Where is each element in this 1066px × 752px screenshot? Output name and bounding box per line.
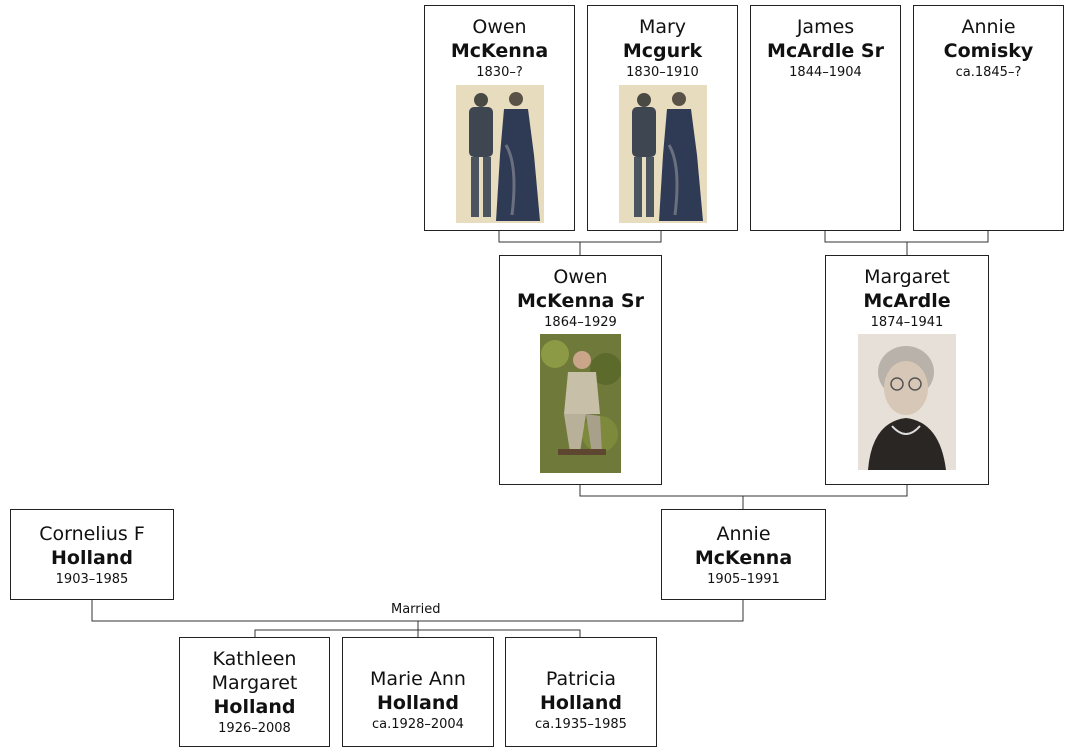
surname: Comisky [943, 40, 1034, 62]
given-name: Annie [716, 522, 771, 545]
couple-line-owen-margaret [579, 484, 908, 497]
given-name: Marie Ann [370, 667, 466, 690]
surname: Holland [377, 691, 459, 714]
portrait-photo [540, 334, 621, 473]
given-name: Owen [553, 266, 608, 288]
person-card-patricia-holland[interactable]: Patricia Holland ca.1935–1985 [505, 637, 657, 747]
given-name: Annie [961, 16, 1016, 38]
couple-portrait-photo [618, 85, 707, 223]
surname: McKenna [450, 40, 549, 62]
life-dates: 1844–1904 [789, 65, 862, 80]
surname: Mcgurk [622, 40, 703, 62]
life-dates: 1926–2008 [218, 721, 291, 736]
life-dates: 1830–1910 [626, 65, 699, 80]
person-card-margaret-mcardle[interactable]: Margaret McArdle 1874–1941 [825, 255, 989, 485]
surname: McKenna Sr [517, 290, 644, 312]
portrait-photo [858, 334, 956, 470]
given-name: James [796, 16, 855, 38]
person-card-owen-mckenna[interactable]: Owen McKenna 1830–? [424, 5, 575, 231]
life-dates: 1903–1985 [55, 571, 129, 587]
life-dates: 1905–1991 [707, 571, 780, 587]
given-name-line1: Kathleen [212, 648, 297, 670]
given-name: Patricia [545, 667, 617, 690]
couple-line-owen-mary [498, 230, 662, 243]
person-card-kathleen-holland[interactable]: Kathleen Margaret Holland 1926–2008 [179, 637, 330, 747]
given-name-line2: Margaret [211, 672, 298, 694]
surname: Holland [213, 696, 296, 718]
couple-line-james-annie [824, 230, 989, 243]
person-card-james-mcardle[interactable]: James McArdle Sr 1844–1904 [750, 5, 901, 231]
person-card-annie-mckenna[interactable]: Annie McKenna 1905–1991 [661, 509, 826, 600]
surname: McKenna [694, 546, 793, 569]
person-card-annie-comisky[interactable]: Annie Comisky ca.1845–? [913, 5, 1064, 231]
life-dates: 1830–? [476, 65, 523, 80]
surname: McArdle Sr [767, 40, 884, 62]
surname: Holland [540, 691, 622, 714]
given-name: Mary [638, 16, 687, 38]
given-name: Cornelius F [39, 522, 145, 545]
surname: Holland [51, 546, 133, 569]
life-dates: ca.1928–2004 [372, 716, 464, 732]
given-name: Owen [472, 16, 527, 38]
person-card-owen-mckenna-sr[interactable]: Owen McKenna Sr 1864–1929 [499, 255, 662, 485]
life-dates: 1874–1941 [870, 315, 944, 330]
person-card-cornelius-holland[interactable]: Cornelius F Holland 1903–1985 [10, 509, 174, 600]
given-name: Margaret [864, 266, 950, 288]
person-card-mary-mcgurk[interactable]: Mary Mcgurk 1830–1910 [587, 5, 738, 231]
life-dates: ca.1935–1985 [535, 716, 627, 732]
married-label: Married [391, 602, 441, 617]
person-card-marie-holland[interactable]: Marie Ann Holland ca.1928–2004 [342, 637, 494, 747]
couple-portrait-photo [455, 85, 544, 223]
life-dates: 1864–1929 [544, 315, 617, 330]
surname: McArdle [863, 290, 951, 312]
life-dates: ca.1845–? [955, 65, 1022, 80]
